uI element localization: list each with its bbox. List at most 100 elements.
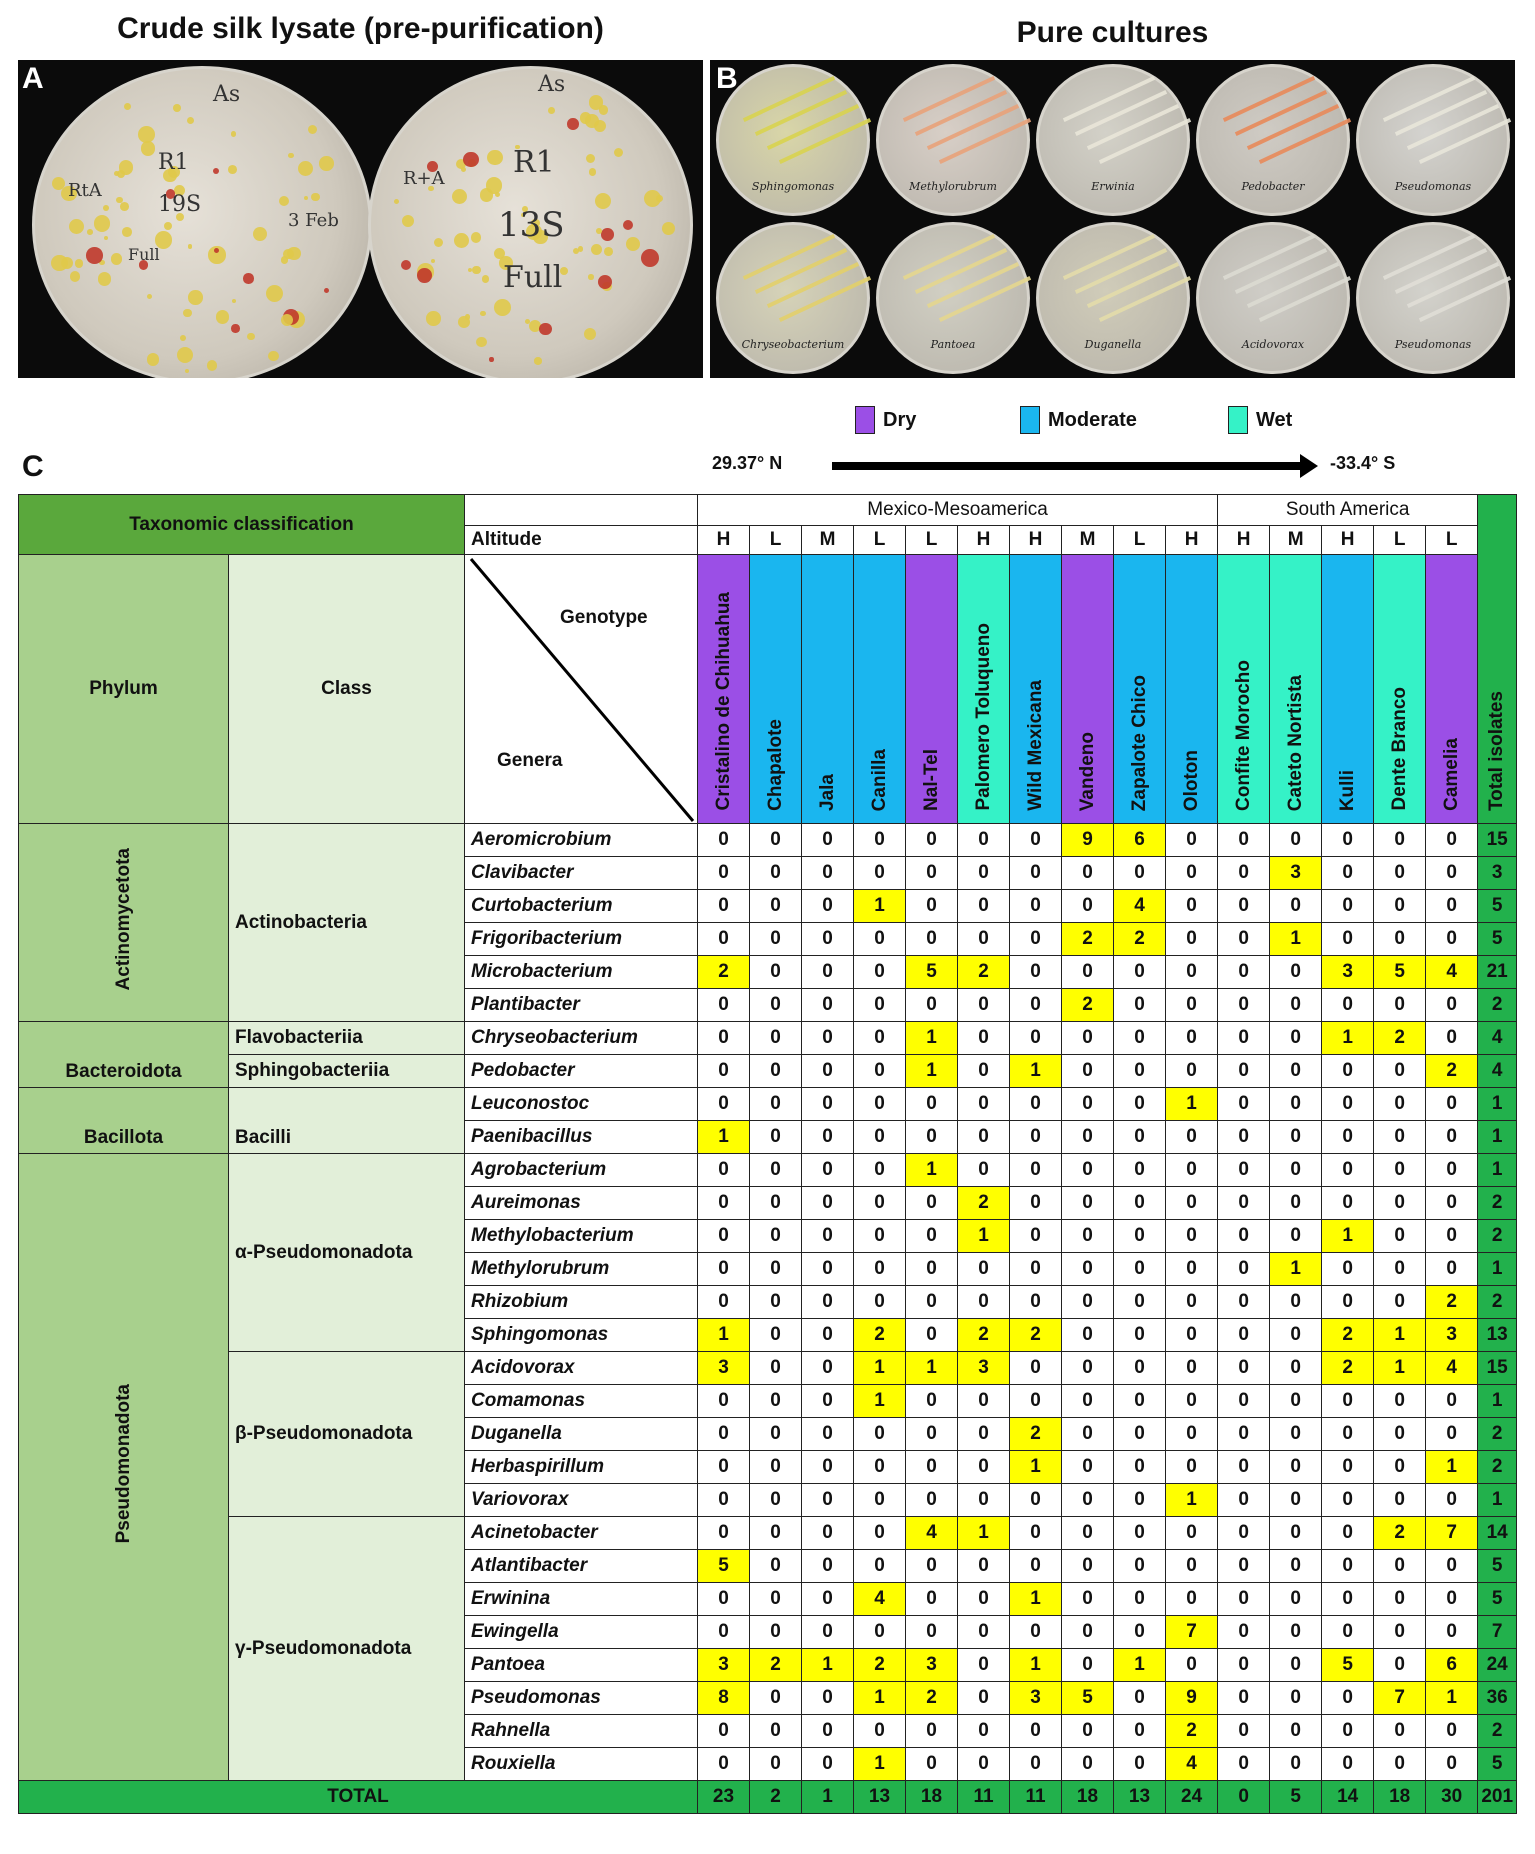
row-total: 2	[1477, 1186, 1518, 1220]
isolate-count: 0	[697, 1384, 750, 1418]
isolate-count: 0	[1009, 1252, 1062, 1286]
colony	[116, 169, 125, 178]
isolate-count: 0	[957, 1417, 1010, 1451]
panel-label-a: A	[22, 62, 44, 95]
isolate-count: 0	[1425, 1549, 1479, 1583]
isolate-count: 0	[1269, 1351, 1323, 1385]
genotype-header: Palomero Toluqueno	[957, 554, 1010, 824]
isolate-count: 0	[1113, 1219, 1166, 1253]
genus-name: Methylorubrum	[464, 1252, 698, 1286]
row-total: 14	[1477, 1516, 1518, 1550]
column-total: 1	[801, 1780, 854, 1814]
isolate-count: 0	[853, 1219, 906, 1253]
isolate-count: 0	[1269, 1417, 1323, 1451]
isolate-count: 0	[1009, 988, 1062, 1022]
row-total: 5	[1477, 1549, 1518, 1583]
isolate-count: 0	[1061, 1252, 1114, 1286]
row-total: 2	[1477, 1714, 1518, 1748]
isolate-count: 0	[1425, 1021, 1479, 1055]
isolate-count: 3	[957, 1351, 1010, 1385]
isolate-count: 0	[905, 1417, 958, 1451]
isolate-count: 0	[1425, 1384, 1479, 1418]
isolate-count: 0	[957, 1285, 1010, 1319]
row-total: 21	[1477, 955, 1518, 989]
isolate-count: 0	[1113, 1252, 1166, 1286]
isolate-count: 0	[1164, 1648, 1219, 1682]
isolate-count: 0	[1164, 1252, 1219, 1286]
isolate-count: 0	[1009, 1384, 1062, 1418]
isolate-count: 0	[905, 1186, 958, 1220]
genotype-header: Canilla	[853, 554, 906, 824]
isolate-count: 0	[853, 1087, 906, 1121]
isolate-count: 0	[1425, 1747, 1479, 1781]
isolate-count: 0	[1321, 1582, 1375, 1616]
pure-culture-dish: Erwinia	[1036, 64, 1192, 216]
row-total: 36	[1477, 1681, 1518, 1715]
isolate-count: 0	[801, 1318, 854, 1352]
isolate-count: 0	[1113, 1582, 1166, 1616]
streak	[1098, 276, 1192, 322]
genotype-name: Vandeno	[1076, 731, 1098, 811]
isolate-count: 0	[1164, 1186, 1219, 1220]
genus-name: Duganella	[464, 1417, 698, 1451]
row-total: 3	[1477, 856, 1518, 890]
colony	[74, 259, 84, 269]
genotype-name: Dente Branco	[1388, 687, 1410, 811]
colony	[460, 167, 466, 173]
colony	[69, 271, 80, 282]
phylum-cell: Pseudomonadota	[18, 1153, 229, 1781]
isolate-count: 0	[905, 1747, 958, 1781]
isolate-count: 0	[905, 1120, 958, 1154]
isolate-count: 1	[1164, 1087, 1219, 1121]
culture-label: Sphingomonas	[751, 179, 835, 193]
isolate-count: 2	[1009, 1417, 1062, 1451]
isolate-count: 3	[1009, 1681, 1062, 1715]
isolate-count: 0	[1113, 1483, 1166, 1517]
isolate-count: 5	[1321, 1648, 1375, 1682]
colony	[485, 176, 503, 194]
culture-label: Pseudomonas	[1394, 179, 1472, 193]
altitude-cell: M	[1269, 525, 1323, 555]
isolate-count: 0	[1425, 922, 1479, 956]
isolate-count: 1	[1373, 1351, 1427, 1385]
culture-label: Erwinia	[1091, 179, 1135, 193]
isolate-count: 0	[957, 1681, 1010, 1715]
isolate-count: 0	[801, 1615, 854, 1649]
isolate-count: 0	[749, 1615, 802, 1649]
genotype-name: Jala	[816, 774, 838, 811]
isolate-count: 0	[957, 1384, 1010, 1418]
isolate-count: 1	[957, 1516, 1010, 1550]
isolate-count: 0	[1269, 1516, 1323, 1550]
isolate-count: 0	[1164, 856, 1219, 890]
colony	[154, 231, 173, 249]
colony	[468, 267, 473, 272]
isolate-count: 0	[1217, 988, 1271, 1022]
genotype-name: Cristalino de Chihuahua	[712, 592, 734, 811]
colony	[208, 246, 226, 264]
colony	[283, 248, 294, 260]
colony	[560, 267, 569, 275]
isolate-count: 0	[749, 1351, 802, 1385]
isolate-count: 2	[1373, 1516, 1427, 1550]
isolate-count: 0	[1009, 1615, 1062, 1649]
colony	[533, 229, 548, 244]
isolate-count: 0	[1217, 1747, 1271, 1781]
isolate-count: 0	[957, 922, 1010, 956]
isolate-count: 0	[853, 1615, 906, 1649]
isolate-count: 0	[1009, 1186, 1062, 1220]
colony	[323, 288, 330, 294]
isolate-count: 0	[1373, 1615, 1427, 1649]
isolate-count: 0	[749, 1120, 802, 1154]
isolate-count: 7	[1425, 1516, 1479, 1550]
colony	[434, 238, 444, 248]
class-cell: β-Pseudomonadota	[228, 1351, 465, 1517]
colony	[591, 244, 602, 256]
genotype-header: Confite Morocho	[1217, 554, 1271, 824]
colony	[604, 246, 614, 256]
isolate-count: 0	[697, 988, 750, 1022]
